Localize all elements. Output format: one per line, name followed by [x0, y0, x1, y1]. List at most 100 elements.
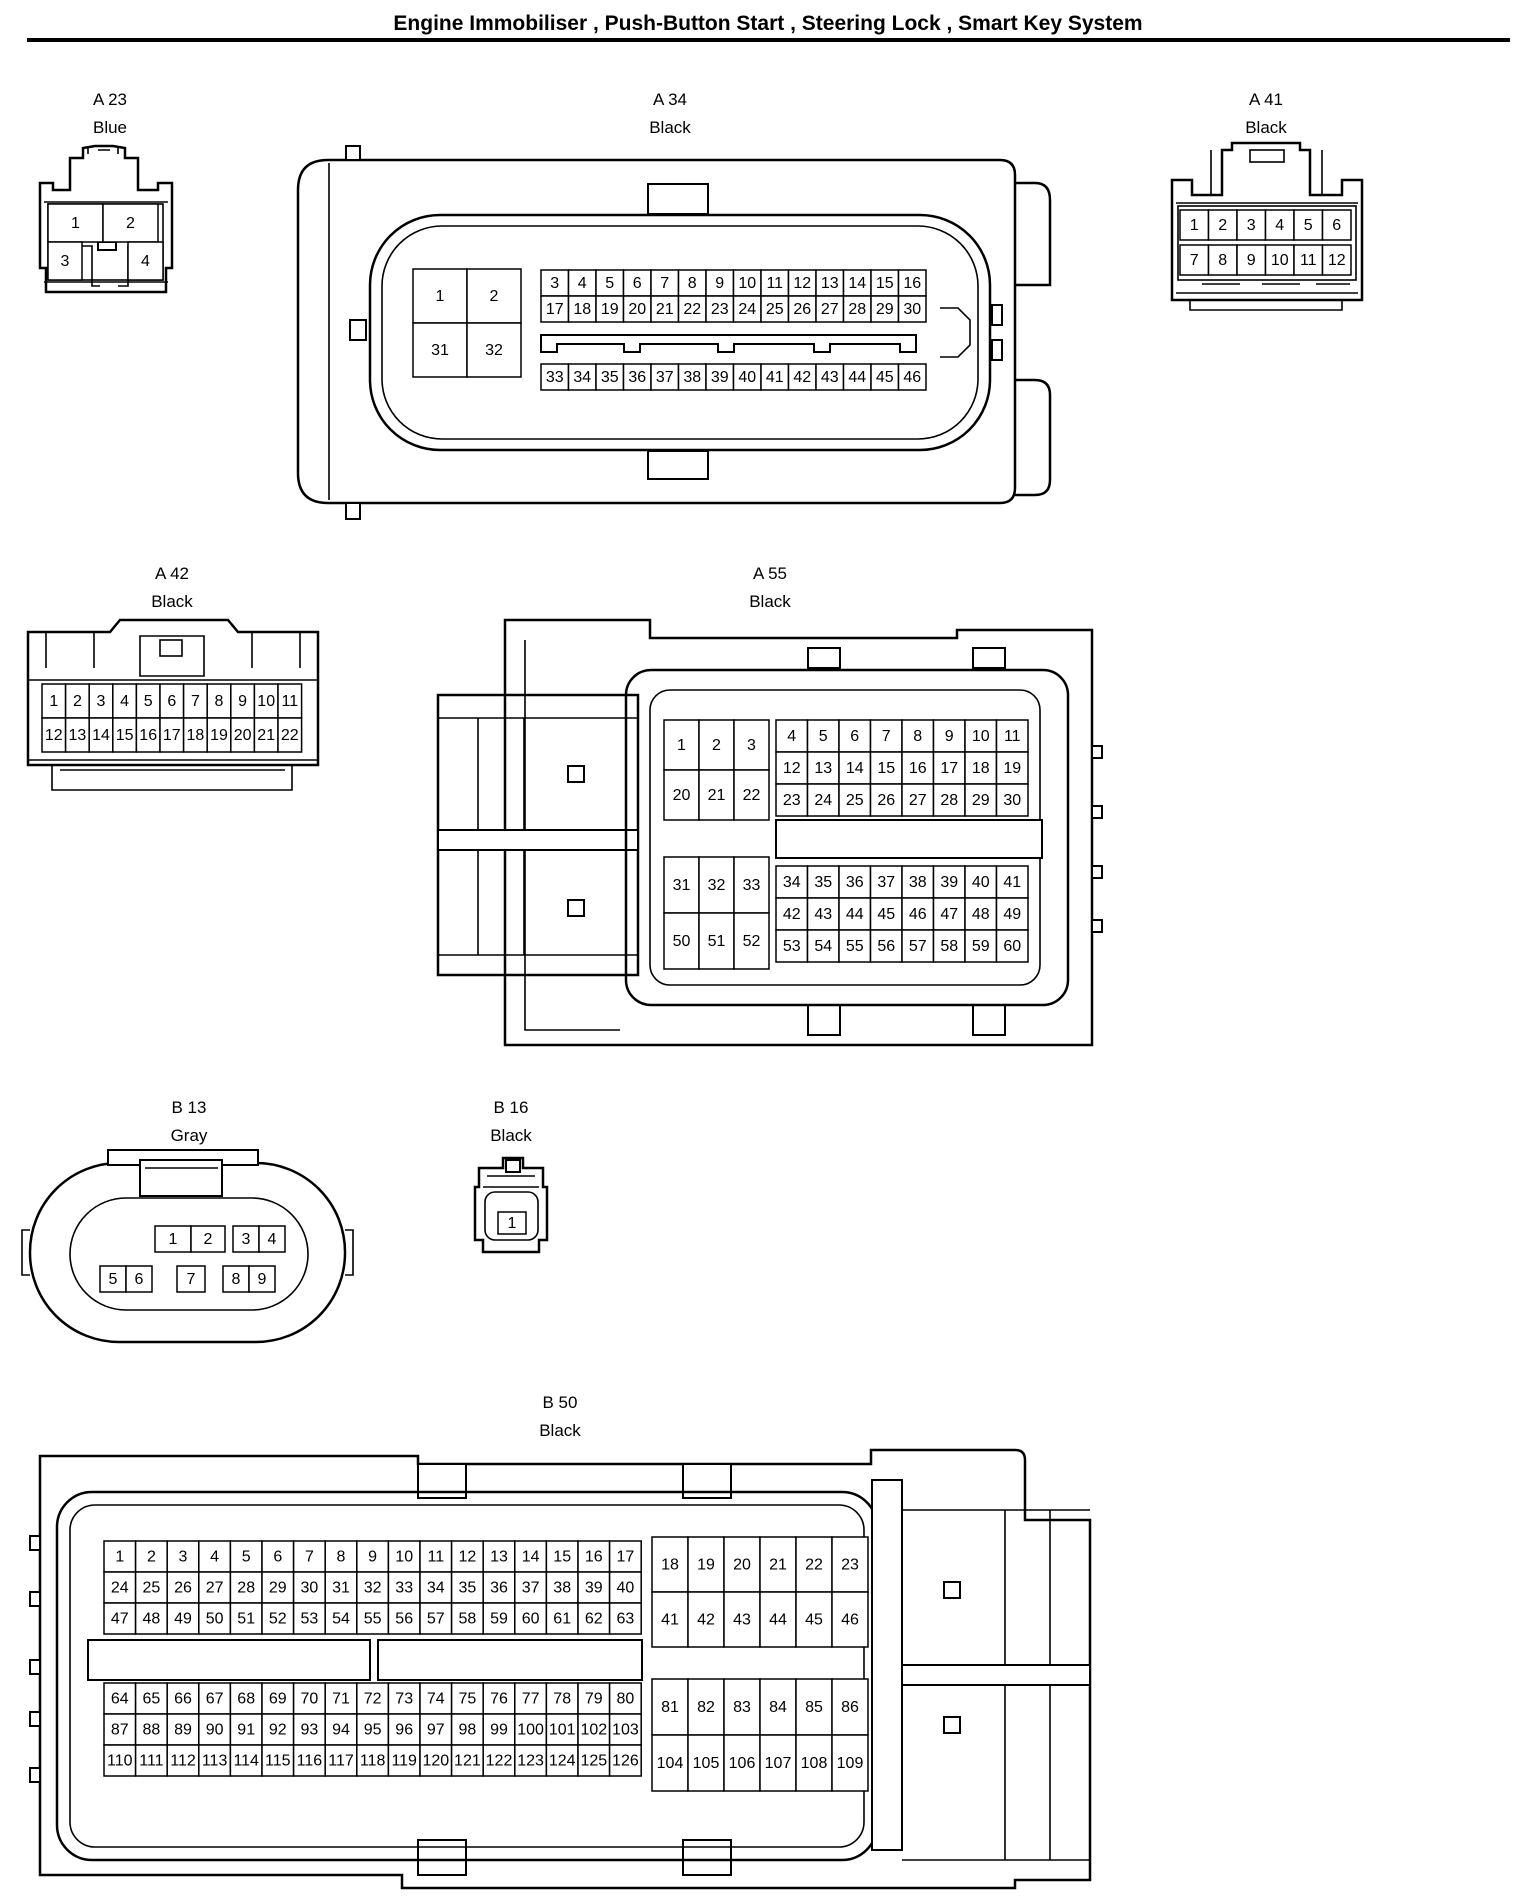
connector-a42-pin-17: 17: [163, 727, 181, 744]
connector-a55-pin-8-cell: [901, 719, 935, 753]
connector-b50-pin-83: 83: [733, 1699, 751, 1716]
connector-b50-pin-82: 82: [697, 1699, 715, 1716]
connector-b50-pin-30: 30: [301, 1580, 319, 1597]
connector-a41-color: Black: [1245, 118, 1287, 137]
connector-a34-pin-31: 31: [431, 342, 449, 359]
connector-a55-pin-58: 58: [940, 938, 958, 955]
connector-b50-pin-89: 89: [174, 1722, 192, 1739]
connector-a34-pin-35-cell: [595, 363, 625, 391]
connector-a42-pin-6: 6: [167, 693, 176, 710]
connector-b50-pin-26: 26: [174, 1580, 192, 1597]
connector-a23-color: Blue: [92, 118, 128, 137]
connector-a42-pin-20: 20: [234, 727, 252, 744]
connector-b50-pin-50: 50: [206, 1611, 224, 1628]
connector-a41-pin-1-cell: [1179, 209, 1210, 241]
connector-b50-pin-1-cell: [103, 1540, 137, 1573]
connector-b50-pin-81-cell: [651, 1678, 689, 1736]
connector-b50-pin-45: 45: [805, 1612, 823, 1629]
connector-a55-pin-4-cell: [775, 719, 809, 753]
connector-b50-pin-121-cell: [450, 1744, 484, 1777]
connector-b50-pin-96: 96: [395, 1722, 413, 1739]
connector-a41-pin-7: 7: [1190, 252, 1199, 269]
connector-b50-pin-71: 71: [332, 1691, 350, 1708]
connector-b13-pin-5-cell: [99, 1265, 127, 1293]
connector-b50-pin-56: 56: [395, 1611, 413, 1628]
connector-b50-pin-125: 125: [580, 1753, 607, 1770]
connector-b50-pin-32: 32: [364, 1580, 382, 1597]
connector-b50-pin-80-cell: [608, 1682, 642, 1715]
connector-a55-pin-59-cell: [964, 929, 998, 963]
connector-b16-label: B 16 Black: [451, 1094, 571, 1150]
connector-a34-pin-18: 18: [573, 301, 591, 318]
connector-a34-pin-41: 41: [766, 369, 784, 386]
connector-a55-pin-22: 22: [743, 787, 761, 804]
connector-a55-pin-30: 30: [1003, 792, 1021, 809]
connector-a55-pin-7: 7: [882, 728, 891, 745]
connector-a42-pin-22-cell: [277, 717, 303, 753]
connector-b13-pin-6: 6: [135, 1271, 144, 1288]
connector-b50-pin-118: 118: [360, 1753, 386, 1770]
connector-b50-pin-66: 66: [174, 1691, 192, 1708]
connector-b50-pin-72: 72: [364, 1691, 382, 1708]
connector-a55-pin-55: 55: [846, 938, 864, 955]
connector-a42-pin-1: 1: [49, 693, 58, 710]
connector-b50-pin-123-cell: [514, 1744, 548, 1777]
connector-b50-pin-28: 28: [237, 1580, 255, 1597]
connector-a34-pin-32: 32: [485, 342, 503, 359]
connector-a34-pin-5: 5: [605, 275, 614, 292]
connector-a55-pin-29: 29: [972, 792, 990, 809]
connector-a34-pin-17: 17: [546, 301, 564, 318]
connector-a42-pin-5: 5: [144, 693, 153, 710]
connector-a34-pin-38: 38: [683, 369, 701, 386]
connector-a42-pin-16: 16: [139, 727, 157, 744]
connector-a41-pin-1: 1: [1190, 217, 1199, 234]
connector-b50-pin-97: 97: [427, 1722, 445, 1739]
connector-b50-pin-14: 14: [522, 1549, 540, 1566]
connector-a55-pin-31-cell: [663, 856, 700, 914]
connector-a55-pin-16-cell: [901, 751, 935, 785]
connector-a34-pin-19-cell: [595, 295, 625, 323]
connector-b50-pin-102: 102: [580, 1722, 607, 1739]
connector-a55-pin-40-cell: [964, 865, 998, 899]
connector-a34-pin-32-cell: [466, 322, 522, 378]
connector-a55-pin-21-cell: [698, 769, 735, 821]
connector-a41-pin-12: 12: [1328, 252, 1346, 269]
connector-b50-pin-94: 94: [332, 1722, 350, 1739]
connector-a23-pin-4: 4: [141, 253, 150, 270]
connector-b50-pin-18: 18: [661, 1557, 679, 1574]
connector-a55-pin-9: 9: [945, 728, 954, 745]
connector-a55-pin-14: 14: [846, 760, 864, 777]
connector-b13-pin-5: 5: [109, 1271, 118, 1288]
connector-a55-pin-58-cell: [932, 929, 966, 963]
connector-b50-pin-21: 21: [769, 1557, 787, 1574]
connector-b50-pin-112-cell: [166, 1744, 200, 1777]
connector-a34-pin-43: 43: [821, 369, 839, 386]
connector-b50-pin-99: 99: [490, 1722, 508, 1739]
connector-b50-pin-98-cell: [450, 1713, 484, 1746]
connector-a42-pin-18: 18: [187, 727, 205, 744]
connector-b50-pin-103: 103: [612, 1722, 639, 1739]
connector-a55-pin-60-cell: [995, 929, 1029, 963]
connector-b50-pin-74: 74: [427, 1691, 445, 1708]
connector-b50-pin-40: 40: [617, 1580, 635, 1597]
connector-a55-pin-35-cell: [806, 865, 840, 899]
connector-b50-pin-70: 70: [301, 1691, 319, 1708]
connector-a34-pin-44-cell: [842, 363, 872, 391]
connector-b50-pin-90-cell: [198, 1713, 232, 1746]
connector-b50-pin-65: 65: [143, 1691, 161, 1708]
connector-a55-pin-54: 54: [814, 938, 832, 955]
connector-b50-pin-111-cell: [134, 1744, 168, 1777]
connector-b50-pin-120-cell: [419, 1744, 453, 1777]
connector-b13-pin-9-cell: [248, 1265, 276, 1293]
connector-a41-pin-6: 6: [1332, 217, 1341, 234]
connector-a55-pin-57: 57: [909, 938, 927, 955]
connector-b50-pin-1: 1: [115, 1549, 124, 1566]
connector-a55-pin-30-cell: [995, 783, 1029, 817]
connector-b50-pin-59: 59: [490, 1611, 508, 1628]
connector-a55-pin-31: 31: [673, 877, 691, 894]
connector-a55-pin-27: 27: [909, 792, 927, 809]
connector-b50-pin-88: 88: [143, 1722, 161, 1739]
connector-b50-pin-73: 73: [395, 1691, 413, 1708]
